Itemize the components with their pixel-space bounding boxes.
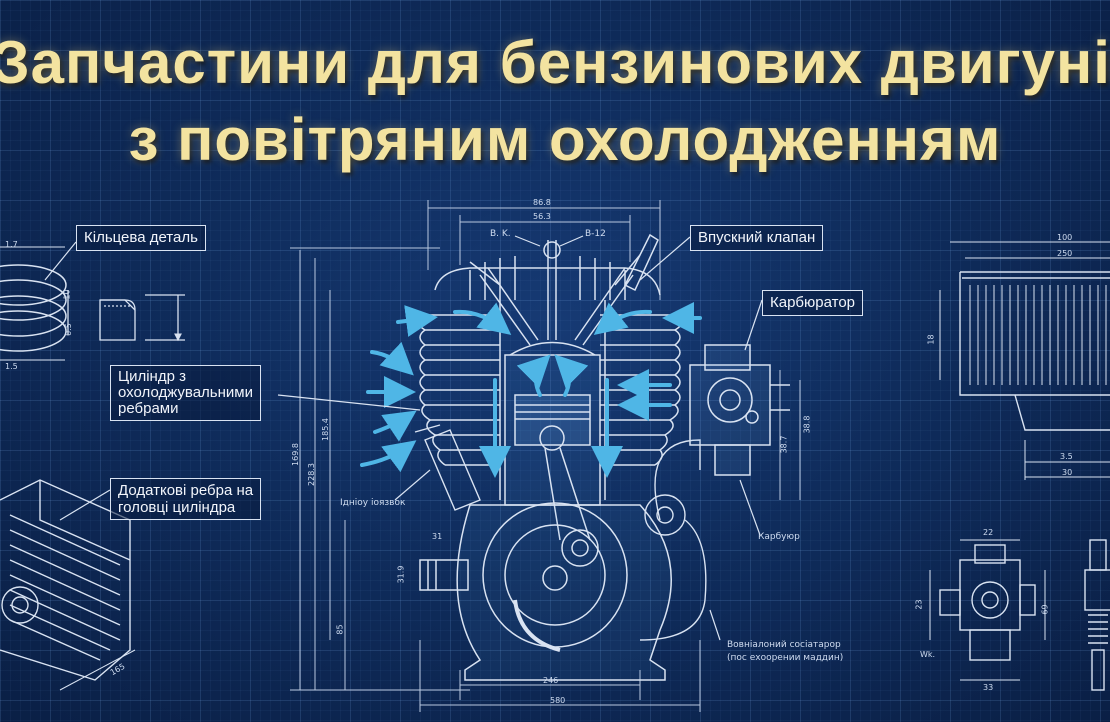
dim-left-3: 185.4 [320,418,330,441]
fuel-line [639,439,707,641]
label-ignition: Ідніоу іоязвок [340,498,406,508]
callout-cylinder-fins: Циліндр з охолоджувальними ребрами [110,365,261,421]
small-carburetor-drawing [929,539,1046,681]
label-crankcase-1: Вовніалоний сосіатарор [727,640,841,650]
dim-filter-bot-2: 30 [1062,468,1073,477]
engine-cylinder [416,233,684,541]
label-crankcase-2: (пос ехоорении маддин) [727,653,844,663]
callout-cylinder-fins-line2: охолоджувальними [118,384,253,401]
callout-cylinder-fins-line1: Циліндр з [118,368,186,385]
callout-head-fins: Додаткові ребра на головці циліндра [110,478,262,520]
cylinder-block-drawing [0,479,136,691]
dim-carb2-top: 22 [983,528,994,537]
dim-shaft: 31 [432,532,443,541]
dim-carb2-side2: 69 [1040,604,1050,615]
dim-carb-1: 38.8 [802,415,812,434]
callout-head-fins-line2: головці циліндра [118,499,236,516]
dim-top-1: 86.8 [533,198,551,207]
ring-profile-drawing [67,290,185,342]
dim-top-2: 56.3 [533,212,551,221]
spark-plug-drawing [1084,539,1110,691]
title-line-1: Запчастини для бензинових двигунів [0,29,1110,96]
dim-carb2-bottom: 33 [983,683,994,692]
dim-ring-b: 0.5 [63,323,73,336]
air-filter-drawing [939,241,1110,480]
dim-shaft-h: 31.9 [396,565,406,584]
dim-left-4: 85 [335,624,345,635]
title-line-2: з повітряним охолодженням [128,106,1002,173]
airflow-arrows [360,302,702,478]
spark-plug-side [414,424,481,511]
leader-lines [44,235,763,641]
callout-head-fins-line1: Додаткові ребра на [118,482,254,499]
callout-intake-valve: Впускний клапан [690,225,824,251]
dim-carb2-wk: Wk. [920,650,936,659]
callout-cylinder-fins-line3: ребрами [118,400,179,417]
dim-ring-d: 10 [62,289,72,300]
dim-left-1: 169.8 [290,443,300,466]
dim-ring-a: 1.7 [5,240,18,249]
callout-carburetor: Карбюратор [762,290,864,316]
label-carb-small: Карбуюр [758,532,800,542]
dimension-lines [290,200,801,712]
engine-crankcase [419,502,672,681]
dim-carb-2: 38.7 [779,435,789,454]
label-valve-right: B-12 [585,229,606,239]
callout-ring-part: Кільцева деталь [76,225,206,251]
dim-carb2-side: 23 [914,599,924,610]
carburetor-drawing [689,344,790,476]
dim-filter-top-2: 250 [1057,249,1073,258]
label-valve-left: B. K. [490,229,511,239]
dim-bottom-2: 580 [550,696,566,705]
dim-bottom-1: 246 [543,676,559,685]
dim-filter-side: 18 [926,334,936,345]
dim-ring-c: 1.5 [5,362,18,371]
dim-filter-bot-1: 3.5 [1060,452,1073,461]
dim-filter-top-1: 100 [1057,233,1073,242]
piston-rings-drawing [0,246,67,361]
dim-left-2: 228.3 [306,463,316,486]
